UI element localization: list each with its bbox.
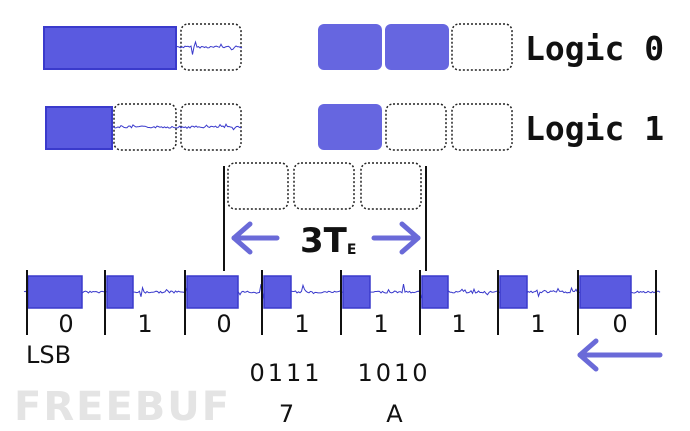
watermark: FREEBUF [14, 384, 231, 430]
bit-value: 1 [530, 310, 545, 338]
logic0-block-1 [318, 24, 382, 70]
logic1-waveform-noise [111, 123, 242, 131]
timing-period-subscript: E [347, 242, 357, 258]
bitstream-pulse-1 [27, 275, 83, 309]
logic1-waveform [45, 103, 242, 151]
bit-value: 1 [373, 310, 388, 338]
logic1-block-1 [318, 104, 382, 150]
logic0-waveform [43, 23, 243, 71]
logic0-blocks [318, 23, 513, 71]
left-arrow-icon [231, 221, 280, 255]
logic0-waveform-pulse [44, 27, 176, 69]
timing-slot-3 [360, 162, 422, 210]
bitstream-pulse-2 [106, 275, 134, 309]
bitstream-pulse-7 [499, 275, 528, 309]
bit-value: 1 [294, 310, 309, 338]
nibble-high-bits: 1010 [357, 359, 430, 387]
timing-period-main: 3T [300, 221, 348, 261]
logic1-waveform-pulse [45, 106, 113, 150]
lsb-label: LSB [26, 341, 71, 369]
nibble-low-bits: 0111 [249, 359, 322, 387]
bitstream-waveform: 0 1 0 1 1 1 1 0 [23, 270, 661, 338]
logic0-block-empty [451, 23, 513, 71]
bit-value: 1 [451, 310, 466, 338]
logic1-block-empty-1 [385, 103, 447, 151]
nibble-high-hex: A [386, 400, 405, 428]
logic1-waveform-empty-slot-2 [180, 103, 242, 151]
bitstream-pulse-3 [186, 275, 239, 309]
logic0-block-2 [385, 24, 449, 70]
logic0-label: Logic 0 [525, 29, 664, 68]
bit-value: 1 [137, 310, 152, 338]
logic0-waveform-noise [175, 40, 243, 55]
logic1-block-empty-2 [451, 103, 513, 151]
logic1-blocks [318, 103, 513, 151]
timing-slot-1 [227, 162, 289, 210]
right-arrow-icon [371, 221, 421, 255]
logic1-label: Logic 1 [525, 109, 664, 148]
bitstream-pulse-6 [421, 275, 449, 309]
timing-slot-2 [293, 162, 355, 210]
nibble-low-hex: 7 [279, 400, 297, 428]
timing-bracket: 3TE [223, 162, 427, 271]
direction-arrow-icon [577, 338, 663, 372]
bitstream-pulse-8 [579, 275, 632, 309]
bitstream-pulse-5 [342, 275, 371, 309]
bit-value: 0 [216, 310, 231, 338]
timing-period-label: 3TE [300, 221, 356, 261]
bitstream-pulse-4 [263, 275, 292, 309]
bit-value: 0 [612, 310, 627, 338]
bit-value: 0 [58, 310, 73, 338]
logic0-waveform-pulse-edge [43, 26, 177, 70]
